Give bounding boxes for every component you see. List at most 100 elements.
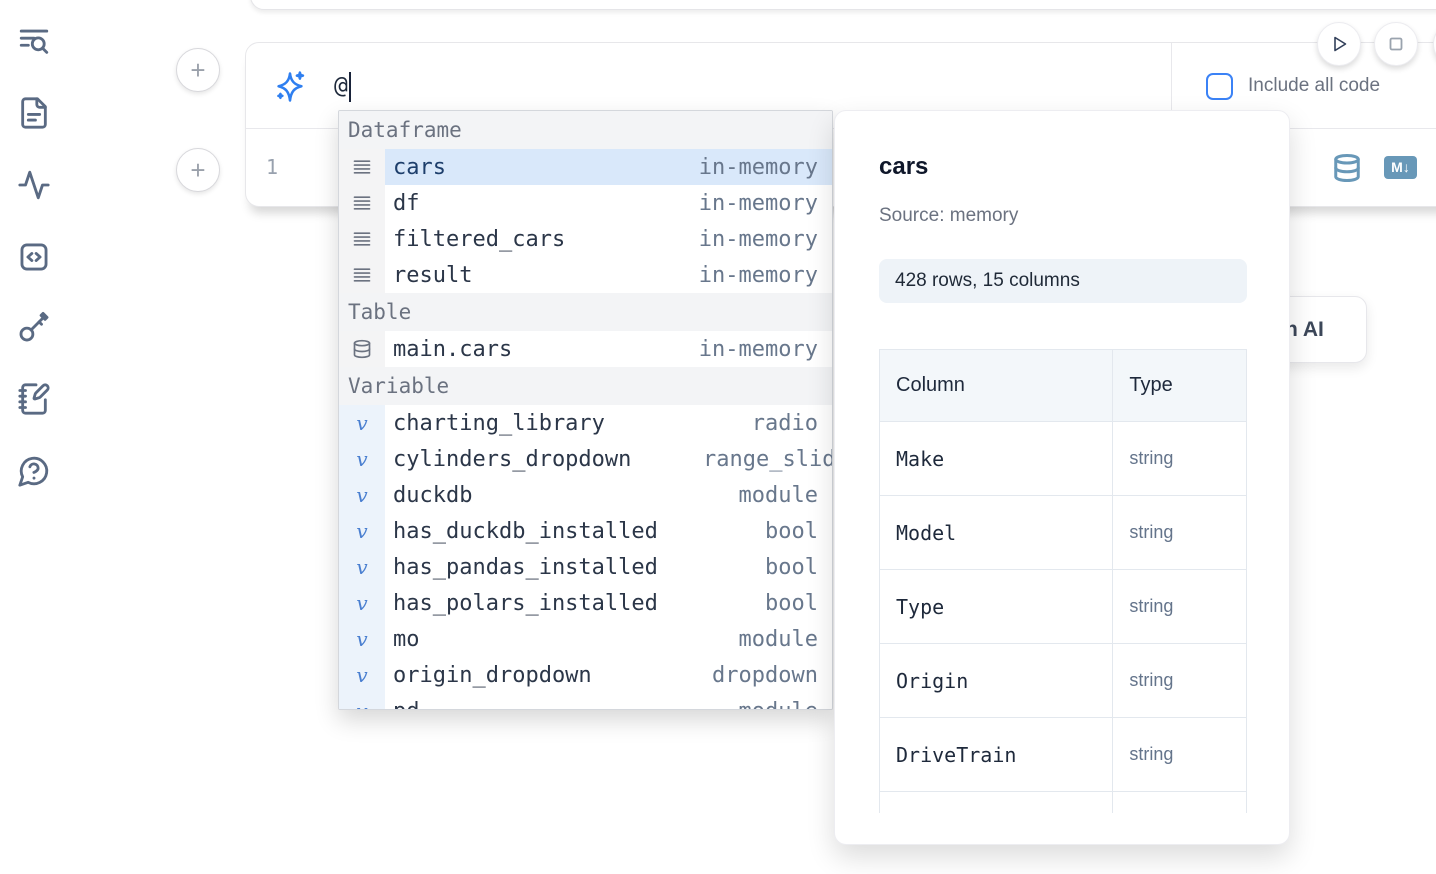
file-text-icon[interactable]	[17, 94, 55, 132]
database-icon[interactable]	[1332, 153, 1362, 183]
completion-item-type: in-memory	[698, 190, 818, 216]
completion-item-name: pd	[393, 699, 420, 710]
completion-popup: Dataframe cars in-memory df in-memory filtere…	[338, 110, 833, 710]
markdown-download-icon[interactable]: M↓	[1384, 156, 1417, 179]
dataframe-preview-popover: cars Source: memory 428 rows, 15 columns…	[834, 110, 1290, 845]
preview-title: cars	[879, 153, 929, 180]
column-type-cell: string	[1112, 643, 1247, 718]
variable-icon: v	[339, 657, 385, 693]
sparkles-icon	[272, 69, 308, 105]
variable-icon: v	[339, 585, 385, 621]
completion-section-header: Table	[339, 293, 832, 331]
add-cell-above-button[interactable]: +	[176, 48, 220, 92]
divider	[1171, 43, 1172, 129]
stop-button[interactable]	[1374, 22, 1418, 66]
variable-icon: v	[339, 621, 385, 657]
table-row-clipped	[879, 791, 1247, 813]
completion-item-name: main.cars	[393, 336, 513, 362]
completion-item-type: bool	[765, 554, 818, 580]
rows-icon	[339, 257, 385, 293]
completion-item[interactable]: main.cars in-memory	[339, 331, 832, 367]
activity-icon[interactable]	[17, 166, 55, 204]
line-number: 1	[265, 155, 279, 179]
preview-source: Source: memory	[879, 205, 1019, 226]
ai-prompt-input[interactable]: @	[334, 43, 351, 129]
code-editor-row[interactable]: 1 M↓	[246, 129, 1436, 206]
completion-item[interactable]: v pd module	[339, 693, 832, 710]
variable-icon: v	[356, 591, 368, 615]
include-all-code-checkbox[interactable]	[1206, 72, 1233, 100]
completion-item[interactable]: v charting_library radio	[339, 405, 832, 441]
completion-item-name: duckdb	[393, 482, 473, 508]
variable-icon: v	[356, 701, 367, 709]
column-type-cell: string	[1112, 421, 1247, 496]
completion-item-type: in-memory	[698, 154, 818, 180]
completion-item[interactable]: v has_duckdb_installed bool	[339, 513, 832, 549]
column-type-cell: string	[1112, 495, 1247, 570]
include-all-code: Include all code	[1172, 43, 1436, 129]
help-circle-icon[interactable]	[17, 452, 55, 490]
completion-item-type: module	[739, 699, 818, 710]
completion-item-name: mo	[393, 626, 420, 652]
column-name-cell: Model	[879, 495, 1114, 570]
completion-item-type: bool	[765, 518, 818, 544]
completion-item-type: in-memory	[698, 262, 818, 288]
completion-item-name: result	[393, 262, 473, 288]
previous-cell-edge	[250, 0, 1436, 10]
variable-icon: v	[339, 549, 385, 585]
variable-icon: v	[356, 483, 368, 507]
completion-item-type: radio	[751, 410, 818, 436]
variable-icon: v	[356, 447, 368, 471]
completion-item-type: module	[738, 626, 818, 652]
sidebar	[0, 0, 70, 874]
ai-button-label: h AI	[1285, 317, 1324, 341]
variable-icon: v	[356, 411, 368, 435]
completion-section-header: Variable	[339, 367, 832, 405]
completion-section-header: Dataframe	[339, 111, 832, 149]
completion-item-type: range_slider	[703, 446, 832, 472]
completion-item-type: in-memory	[698, 336, 818, 362]
code-square-icon[interactable]	[17, 238, 55, 276]
column-type-cell	[1112, 791, 1247, 813]
completion-item[interactable]: result in-memory	[339, 257, 832, 293]
completion-item-type: dropdown	[712, 662, 818, 688]
text-caret	[348, 71, 351, 102]
variable-icon: v	[339, 513, 385, 549]
completion-item[interactable]: v origin_dropdown dropdown	[339, 657, 832, 693]
completion-item-name: cars	[393, 154, 446, 180]
column-name-cell: DriveTrain	[879, 717, 1114, 792]
column-name-cell	[879, 791, 1114, 813]
completion-item[interactable]: cars in-memory	[339, 149, 832, 185]
rows-icon	[339, 185, 385, 221]
variable-icon: v	[356, 519, 368, 543]
completion-item-name: charting_library	[393, 410, 605, 436]
variable-icon: v	[356, 555, 368, 579]
key-icon[interactable]	[17, 308, 55, 346]
completion-item-name: df	[393, 190, 420, 216]
variable-icon: v	[339, 693, 385, 709]
completion-item-name: filtered_cars	[393, 226, 566, 252]
completion-item-name: has_duckdb_installed	[393, 518, 658, 544]
text-search-icon[interactable]	[17, 22, 55, 60]
completion-item[interactable]: df in-memory	[339, 185, 832, 221]
add-cell-below-button[interactable]: +	[176, 148, 220, 192]
preview-table-header: Type	[1112, 349, 1247, 422]
run-button[interactable]	[1317, 22, 1361, 66]
rows-icon	[339, 149, 385, 185]
preview-shape-badge: 428 rows, 15 columns	[879, 259, 1247, 303]
notebook-pen-icon[interactable]	[17, 380, 55, 418]
completion-item-name: origin_dropdown	[393, 662, 592, 688]
